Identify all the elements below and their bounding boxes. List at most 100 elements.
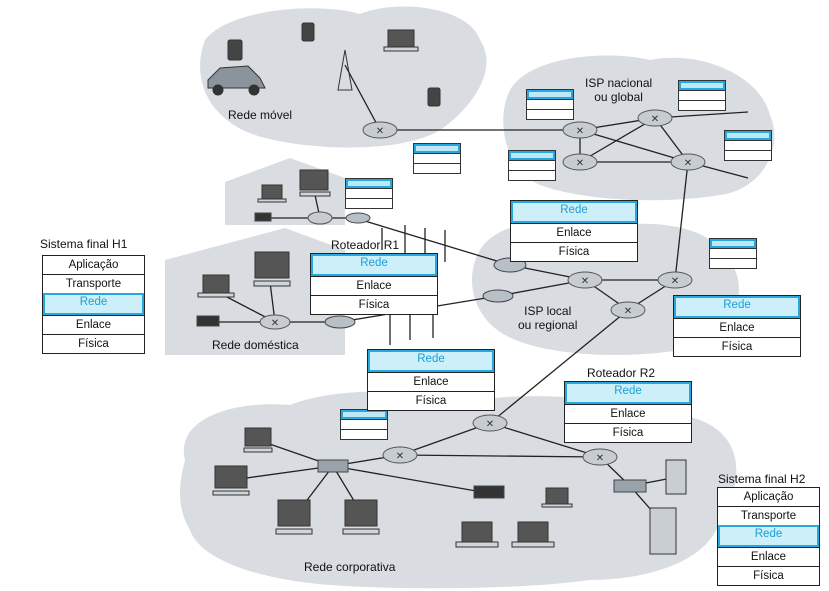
layer-network: Rede [565,382,691,404]
switches [196,212,647,499]
isp-global-label: ISP nacional ou global [585,76,653,104]
layer-physical: Física [718,566,819,585]
switch-icon [613,479,647,493]
mobile-network-label: Rede móvel [228,108,293,122]
cable-modem-icon [324,315,356,329]
desktop-icon [243,427,273,453]
layer-network: Rede [674,296,800,318]
svg-text:✕: ✕ [576,126,584,137]
router-icon: ✕ [670,153,706,171]
layer-physical: Física [43,334,144,353]
layer-network: Rede [311,254,437,276]
router-icon: ✕ [472,414,508,432]
host-h2-title: Sistema final H2 [718,472,806,486]
corporate-network-label: Rede corporativa [304,560,396,574]
svg-text:✕: ✕ [624,306,632,317]
router-r2-title: Roteador R2 [587,366,656,380]
modem-icon [196,315,220,327]
isp-local-router-stack: Rede Enlace Física [510,200,638,262]
mini-stack [678,80,726,111]
router-r2-stack: Rede Enlace Física [564,381,692,443]
tablet-icon [301,22,315,42]
svg-text:✕: ✕ [651,114,659,125]
router-r1-title: Roteador R1 [331,238,400,252]
router-icon: ✕ [362,121,398,139]
router-icon: ✕ [637,109,673,127]
router-icon: ✕ [562,121,598,139]
layer-link: Enlace [718,547,819,566]
layer-application: Aplicação [718,488,819,506]
laptop-icon [257,184,287,203]
layer-link: Enlace [674,318,800,337]
modem-icon [254,212,272,222]
desktop-icon [275,499,313,535]
mobile-cloud [200,6,487,148]
desktop-icon [299,169,331,197]
laptop-icon [383,29,419,52]
router-icon: ✕ [259,314,291,330]
layer-transport: Transporte [718,506,819,525]
svg-text:✕: ✕ [581,276,589,287]
layer-network: Rede [511,201,637,223]
mini-stack [709,238,757,269]
router-icon: ✕ [562,153,598,171]
host-h1-title: Sistema final H1 [40,237,128,251]
layer-transport: Transporte [43,274,144,293]
corporate-uplink-stack: Rede Enlace Física [367,349,495,411]
host-h2-stack: Aplicação Transporte Rede Enlace Física [717,487,820,586]
svg-text:✕: ✕ [576,158,584,169]
router-icon: ✕ [382,446,418,464]
desktop-icon [253,251,291,287]
mini-stack [413,143,461,174]
switch-icon [317,459,349,473]
cell-tower-icon [337,49,353,91]
router-icon [307,211,333,225]
laptop-icon [197,274,235,298]
isp-local-right-stack: Rede Enlace Física [673,295,801,357]
svg-text:✕: ✕ [376,126,384,137]
router-icon: ✕ [567,271,603,289]
layer-link: Enlace [311,276,437,295]
routers: ✕ ✕ ✕ ✕ ✕ ✕ ✕ ✕ ✕ ✕ ✕ ✕ [259,109,706,466]
layer-network: Rede [43,293,144,315]
layer-link: Enlace [511,223,637,242]
layer-network: Rede [718,525,819,547]
layer-physical: Física [674,337,800,356]
mini-stack [724,130,772,161]
svg-text:✕: ✕ [396,451,404,462]
layer-link: Enlace [565,404,691,423]
router-icon: ✕ [582,448,618,466]
wifi-router-icon [473,485,505,499]
home-network-label: Rede doméstica [212,338,299,352]
mini-stack [340,409,388,440]
mini-stack [345,178,393,209]
layer-physical: Física [311,295,437,314]
desktop-icon [212,465,250,496]
layer-physical: Física [511,242,637,261]
desktop-icon [342,499,380,535]
svg-text:✕: ✕ [271,318,279,329]
router-icon: ✕ [657,271,693,289]
layer-application: Aplicação [43,256,144,274]
svg-text:✕: ✕ [596,453,604,464]
mini-stack [508,150,556,181]
layer-physical: Física [565,423,691,442]
end-devices [197,22,687,555]
tablet-icon [427,87,441,107]
layer-link: Enlace [43,315,144,334]
layer-network: Rede [368,350,494,372]
cable-modem-icon [345,212,371,224]
isp-local-label: ISP local ou regional [518,304,578,332]
host-h1-stack: Aplicação Transporte Rede Enlace Física [42,255,145,354]
layer-physical: Física [368,391,494,410]
laptop-icon [511,521,555,548]
router-r1-stack: Rede Enlace Física [310,253,438,315]
car-icon [207,65,266,96]
svg-text:✕: ✕ [486,419,494,430]
cable-headend-icon [482,289,514,303]
tablet-icon [227,39,243,61]
server-icon [649,507,677,555]
svg-text:✕: ✕ [684,158,692,169]
laptop-icon [541,487,573,508]
server-icon [665,459,687,495]
